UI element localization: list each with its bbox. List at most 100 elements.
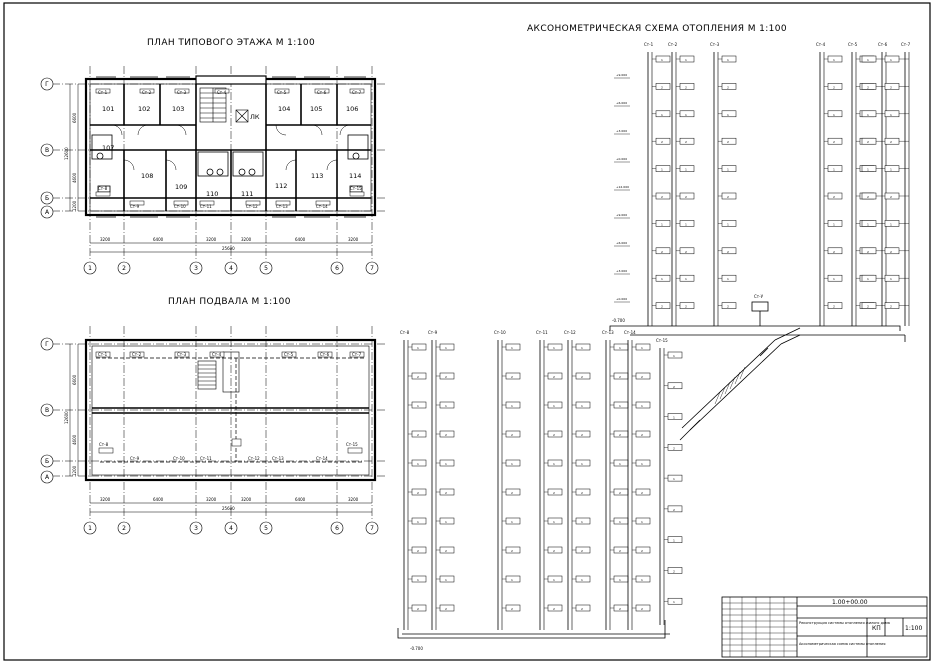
riser-label: Ст-9	[428, 330, 438, 335]
svg-text:1: 1	[581, 346, 583, 350]
svg-text:3200: 3200	[100, 497, 111, 502]
svg-text:2: 2	[417, 375, 419, 379]
floor-plan: 101 102 103 104 105 106 107 108 109 110 …	[40, 66, 385, 275]
radiator-icon	[613, 575, 629, 583]
svg-text:1: 1	[417, 346, 419, 350]
svg-text:1: 1	[445, 346, 447, 350]
svg-text:2: 2	[661, 250, 663, 254]
svg-text:2: 2	[727, 85, 729, 89]
radiator-icon	[667, 351, 683, 359]
svg-text:2: 2	[641, 375, 643, 379]
svg-text:4: 4	[229, 265, 233, 272]
svg-text:Ст-15: Ст-15	[346, 442, 358, 447]
svg-text:1: 1	[673, 477, 675, 481]
radiator-icon	[667, 382, 683, 390]
radiator-icon	[575, 372, 591, 380]
riser-label: Ст-12	[564, 330, 576, 335]
radiator-icon	[505, 343, 521, 351]
radiator-icon	[411, 459, 427, 467]
svg-text:1: 1	[890, 113, 892, 117]
radiator-icon	[439, 488, 455, 496]
svg-text:1: 1	[417, 404, 419, 408]
radiator-icon	[827, 302, 843, 309]
title-block-name: Реконструкция системы отопления жилого д…	[799, 621, 890, 625]
title-block-scale: 1:100	[905, 625, 922, 632]
radiator-icon	[635, 604, 651, 612]
title-block-stage: КП	[872, 625, 881, 632]
radiator-icon	[721, 83, 737, 90]
room-label: 106	[346, 105, 358, 113]
radiator-icon	[575, 517, 591, 525]
radiator-icon	[655, 83, 671, 90]
radiator-icon	[505, 546, 521, 554]
svg-text:Г: Г	[45, 81, 49, 88]
svg-text:Ст-14: Ст-14	[316, 456, 328, 461]
radiator-icon	[635, 517, 651, 525]
svg-text:1: 1	[673, 539, 675, 543]
radiator-icon	[667, 536, 683, 543]
radiator-icon	[884, 274, 900, 282]
radiator-icon	[505, 517, 521, 525]
svg-text:1: 1	[619, 520, 621, 524]
svg-text:2: 2	[661, 195, 663, 199]
radiator-icon	[411, 343, 427, 351]
radiator-icon	[505, 575, 521, 583]
floor-riser-tags: Ст-1 Ст-2 Ст-3 Ст-4 Ст-5 Ст-6 Ст-7 Ст-8 …	[98, 90, 362, 209]
radiator-icon	[655, 302, 671, 309]
svg-text:1: 1	[511, 578, 513, 582]
radiator-icon	[884, 110, 900, 118]
svg-text:25600: 25600	[222, 506, 235, 511]
svg-text:1: 1	[833, 168, 835, 172]
riser-label: Ст-10	[494, 330, 506, 335]
radiator-icon	[679, 55, 695, 63]
riser-label: Ст-6	[878, 42, 888, 47]
svg-text:2: 2	[641, 607, 643, 611]
radiator-icon	[411, 517, 427, 525]
svg-text:Ст-14: Ст-14	[316, 204, 328, 209]
svg-text:1: 1	[867, 58, 869, 62]
svg-text:2: 2	[581, 549, 583, 553]
svg-text:2: 2	[619, 607, 621, 611]
svg-text:+3.000: +3.000	[616, 129, 627, 133]
radiator-icon	[861, 110, 877, 118]
radiator-icon	[884, 165, 900, 172]
svg-text:2: 2	[673, 446, 675, 450]
svg-text:7: 7	[370, 265, 374, 272]
svg-text:2: 2	[619, 549, 621, 553]
svg-text:7: 7	[370, 525, 374, 532]
svg-text:1: 1	[511, 462, 513, 466]
radiator-icon	[721, 302, 737, 309]
radiator-icon	[411, 372, 427, 380]
svg-text:1: 1	[641, 462, 643, 466]
svg-text:3200: 3200	[206, 497, 217, 502]
svg-text:Ст-6: Ст-6	[317, 90, 327, 95]
svg-text:1: 1	[661, 113, 663, 117]
svg-text:1: 1	[661, 222, 663, 226]
radiator-icon	[439, 372, 455, 380]
svg-text:1: 1	[641, 346, 643, 350]
radiator-icon	[679, 220, 695, 227]
svg-text:2: 2	[685, 85, 687, 89]
svg-text:6: 6	[335, 265, 339, 272]
radiator-icon	[655, 110, 671, 118]
svg-text:6400: 6400	[295, 237, 306, 242]
radiator-icon	[613, 546, 629, 554]
svg-text:2: 2	[641, 549, 643, 553]
radiator-icon	[655, 274, 671, 282]
svg-text:2: 2	[661, 85, 663, 89]
svg-text:+6.000: +6.000	[616, 101, 627, 105]
radiator-icon	[679, 137, 695, 145]
svg-text:Ст-6: Ст-6	[320, 352, 330, 357]
radiator-icon	[613, 459, 629, 467]
radiator-icon	[679, 247, 695, 255]
svg-text:+3.000: +3.000	[616, 269, 627, 273]
radiator-icon	[655, 192, 671, 200]
floor-axis-bubbles: 1 2 3 4 5 6 7 Г В Б А	[40, 77, 379, 275]
radiator-icon	[575, 575, 591, 583]
svg-text:1: 1	[88, 525, 92, 532]
radiator-icon	[861, 55, 877, 63]
room-label: 108	[141, 172, 153, 180]
